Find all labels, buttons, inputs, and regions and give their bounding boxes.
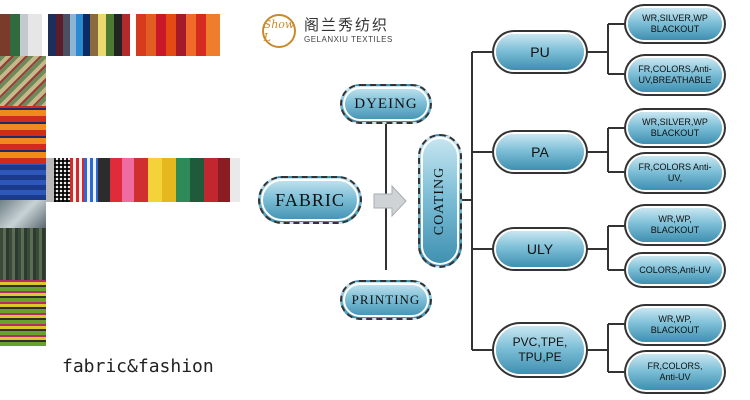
group-pvc-tpe-tpu-pe: PVC,TPE, TPU,PE bbox=[496, 326, 584, 374]
option-pvc-2: FR,COLORS, Anti-UV bbox=[628, 354, 722, 390]
group-pa: PA bbox=[496, 134, 584, 170]
group-uly: ULY bbox=[496, 231, 584, 267]
option-pu-1: WR,SILVER,WP BLACKOUT bbox=[628, 8, 722, 40]
brand-logo-icon: Show L bbox=[262, 14, 296, 48]
fabric-node: FABRIC bbox=[258, 176, 362, 224]
brand-name-english: GELANXIU TEXTILES bbox=[304, 35, 393, 44]
option-pvc-1: WR,WP, BLACKOUT bbox=[628, 308, 722, 342]
fabric-swatch-left-column bbox=[0, 56, 46, 346]
arrow-right-icon bbox=[373, 184, 407, 218]
printing-node: PRINTING bbox=[340, 280, 432, 320]
tagline: fabric&fashion bbox=[62, 356, 214, 377]
coating-label: COATING bbox=[432, 166, 448, 236]
option-uly-1: WR,WP, BLACKOUT bbox=[628, 208, 722, 242]
option-pa-1: WR,SILVER,WP BLACKOUT bbox=[628, 112, 722, 144]
option-uly-2: COLORS,Anti-UV bbox=[628, 256, 722, 284]
coating-node: COATING bbox=[418, 134, 462, 268]
option-pa-2: FR,COLORS Anti-UV, bbox=[628, 156, 722, 190]
brand-name-chinese: 阁兰秀纺织 bbox=[304, 16, 390, 34]
option-pu-2: FR,COLORS,Anti-UV,BREATHABLE bbox=[628, 58, 722, 92]
dyeing-node: DYEING bbox=[340, 84, 432, 124]
group-pu: PU bbox=[496, 34, 584, 70]
fabric-swatch-middle bbox=[46, 158, 240, 202]
fabric-swatch-top bbox=[0, 14, 240, 56]
